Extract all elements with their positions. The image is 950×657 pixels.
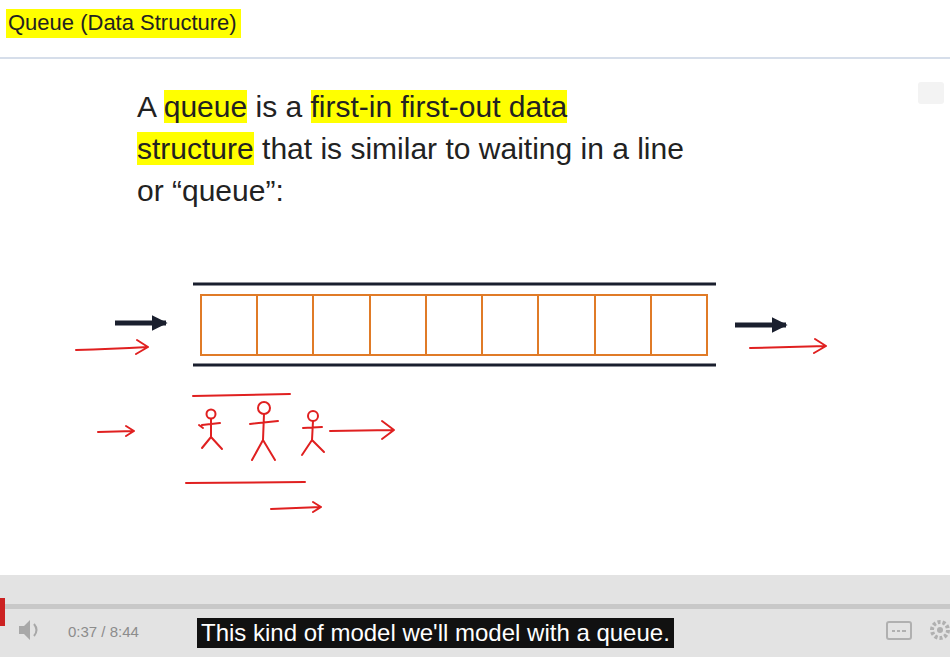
statement-text: or “queue”:	[137, 174, 284, 207]
highlighted-term: first-in first-out data	[311, 90, 568, 123]
settings-icon	[932, 622, 948, 638]
queue-cells	[201, 295, 707, 355]
progress-track	[0, 604, 950, 609]
header-rule	[0, 57, 950, 59]
enqueue-arrow	[115, 321, 166, 326]
statement-text: is a	[255, 90, 302, 123]
video-subtitle: This kind of model we'll model with a qu…	[197, 618, 674, 648]
slide-title: Queue (Data Structure)	[6, 9, 241, 38]
dequeue-arrow	[735, 323, 786, 328]
queue-wall	[193, 364, 716, 367]
statement-text: A	[137, 90, 155, 123]
playhead	[0, 598, 5, 626]
captions-icon	[887, 622, 911, 639]
player-bar	[0, 575, 950, 657]
statement-text: that is similar to waiting in a line	[262, 132, 684, 165]
volume-icon	[19, 620, 37, 640]
slide-statement: A queue is a first-in first-out data stru…	[137, 86, 684, 212]
video-time: 0:37 / 8:44	[68, 622, 139, 642]
highlighted-term: queue	[164, 90, 247, 123]
red-annotations	[76, 339, 826, 512]
share-icon	[918, 82, 944, 104]
highlighted-term: structure	[137, 132, 254, 165]
queue-wall	[193, 283, 716, 286]
